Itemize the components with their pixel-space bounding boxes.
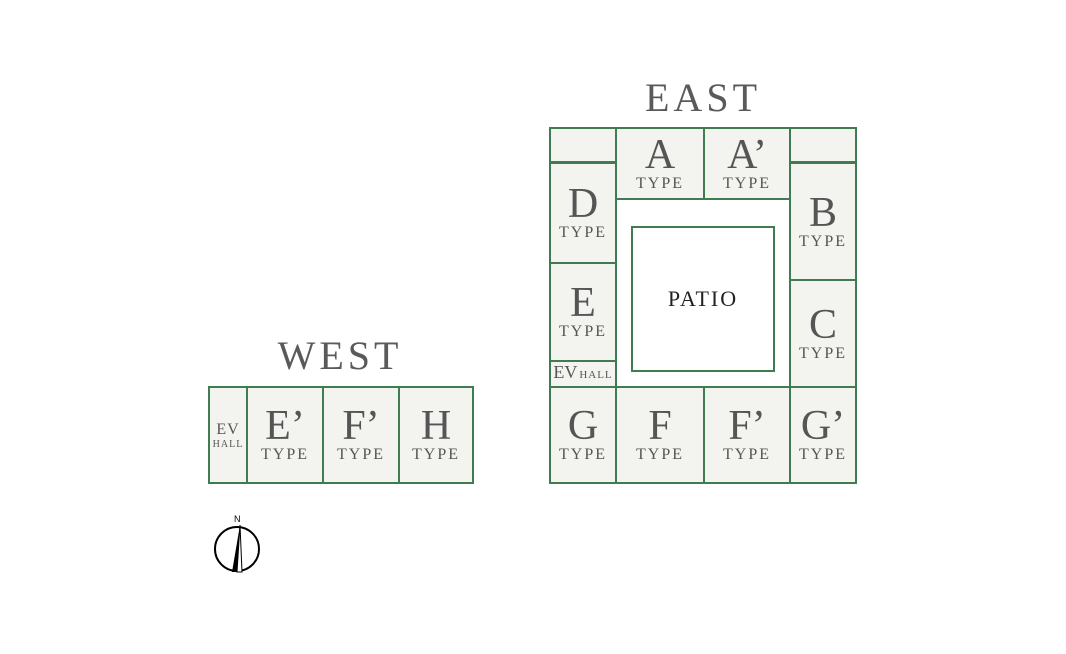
west-title: WEST	[277, 333, 403, 378]
unit-a[interactable]: A TYPE	[615, 127, 705, 200]
unit-letter: C	[808, 301, 837, 348]
unit-type: TYPE	[261, 446, 309, 463]
unit-letter: H	[420, 403, 452, 449]
unit-type: TYPE	[799, 344, 847, 362]
unit-g[interactable]: G TYPE	[549, 386, 617, 484]
unit-f-prime-west[interactable]: F’ TYPE	[322, 386, 400, 484]
unit-type: TYPE	[799, 232, 847, 250]
east-ev-hall: EV HALL	[549, 360, 617, 388]
unit-type: TYPE	[412, 446, 460, 463]
unit-letter: G’	[800, 403, 846, 449]
unit-f-prime[interactable]: F’ TYPE	[703, 386, 791, 484]
patio-label: PATIO	[667, 286, 739, 311]
hall-label: HALL	[579, 369, 613, 381]
unit-type: TYPE	[636, 446, 684, 463]
unit-g-prime[interactable]: G’ TYPE	[789, 386, 857, 484]
unit-type: TYPE	[723, 446, 771, 463]
unit-letter: A	[644, 131, 676, 178]
hall-label: HALL	[212, 438, 244, 450]
unit-letter: A’	[727, 131, 767, 178]
unit-letter: F’	[728, 403, 766, 449]
unit-type: TYPE	[723, 174, 771, 192]
unit-type: TYPE	[559, 323, 607, 340]
unit-a-prime[interactable]: A’ TYPE	[703, 127, 791, 200]
unit-h-west[interactable]: H TYPE	[398, 386, 474, 484]
compass: N	[212, 514, 262, 574]
compass-icon	[214, 524, 260, 573]
unit-type: TYPE	[799, 446, 847, 463]
east-title: EAST	[645, 75, 761, 120]
unit-c[interactable]: C TYPE	[789, 279, 857, 388]
unit-type: TYPE	[636, 174, 684, 192]
unit-b[interactable]: B TYPE	[789, 162, 857, 281]
unit-letter: E	[570, 280, 596, 326]
unit-letter: F	[648, 403, 672, 449]
unit-type: TYPE	[559, 446, 607, 463]
unit-type: TYPE	[337, 446, 385, 463]
west-ev-hall: EV HALL	[208, 386, 248, 484]
unit-letter: E’	[265, 403, 305, 449]
patio[interactable]: PATIO	[631, 226, 775, 372]
unit-letter: F’	[342, 403, 380, 449]
unit-letter: G	[567, 403, 599, 449]
ev-label: EV	[553, 362, 578, 382]
unit-letter: D	[567, 181, 599, 227]
unit-letter: B	[808, 189, 837, 236]
unit-e[interactable]: E TYPE	[549, 262, 617, 362]
unit-e-prime-west[interactable]: E’ TYPE	[246, 386, 324, 484]
ev-label: EV	[216, 420, 240, 438]
unit-d[interactable]: D TYPE	[549, 162, 617, 264]
compass-north-label: N	[234, 514, 241, 524]
unit-f[interactable]: F TYPE	[615, 386, 705, 484]
unit-type: TYPE	[559, 224, 607, 241]
